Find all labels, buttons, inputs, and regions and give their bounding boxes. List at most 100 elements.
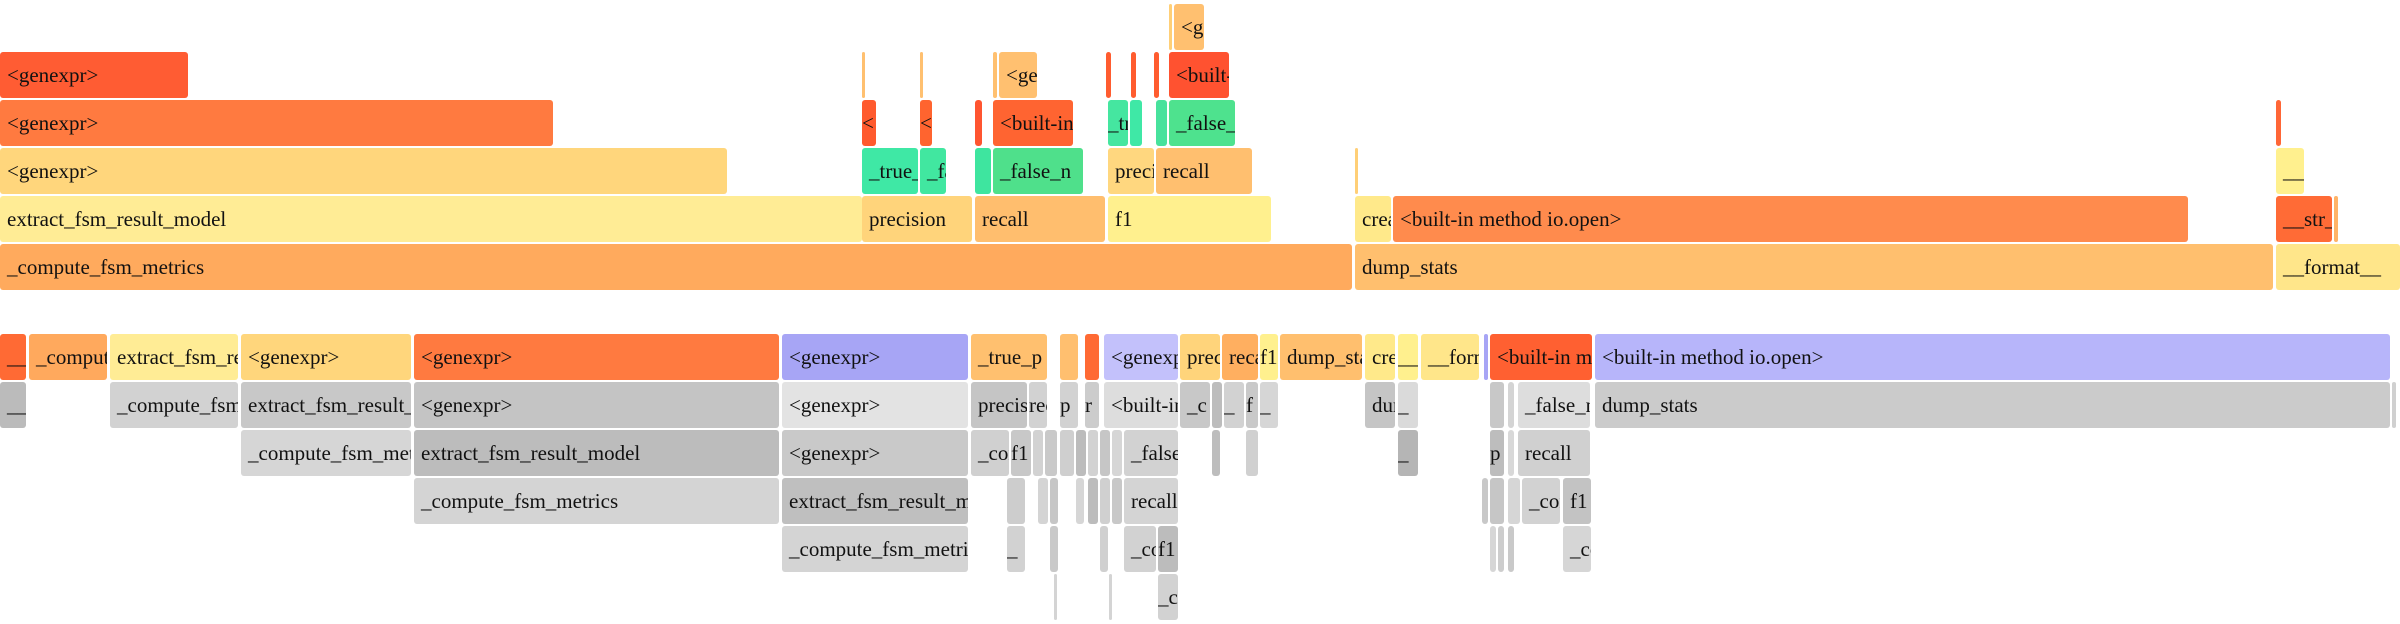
flame-frame[interactable] (1169, 4, 1172, 50)
icicle-frame[interactable] (1112, 478, 1122, 524)
icicle-frame[interactable]: __ (0, 334, 26, 380)
icicle-frame[interactable] (1060, 430, 1074, 476)
icicle-frame[interactable]: _ (1260, 382, 1278, 428)
icicle-frame[interactable]: <built-in method io.open> (1595, 334, 2390, 380)
icicle-frame[interactable] (1484, 334, 1488, 380)
icicle-frame[interactable] (1100, 526, 1108, 572)
icicle-frame[interactable]: <genexpr> (241, 334, 411, 380)
icicle-frame[interactable]: <genexpr> (782, 382, 968, 428)
icicle-frame[interactable]: _false_n (1124, 430, 1178, 476)
icicle-frame[interactable]: recall (1518, 430, 1590, 476)
icicle-frame[interactable]: create (1365, 334, 1395, 380)
icicle-frame[interactable]: _compute_fsm_metrics (110, 382, 238, 428)
flame-frame[interactable]: recall (975, 196, 1105, 242)
icicle-frame[interactable] (1490, 526, 1496, 572)
flame-frame[interactable]: < (862, 100, 876, 146)
icicle-frame[interactable] (1498, 526, 1504, 572)
flame-frame[interactable]: <genexpr> (999, 52, 1037, 98)
icicle-frame[interactable]: _co (1124, 526, 1156, 572)
flame-frame[interactable] (1154, 52, 1159, 98)
icicle-frame[interactable]: _compute (1522, 478, 1560, 524)
flame-frame[interactable]: <genexpr> (1174, 4, 1204, 50)
icicle-frame[interactable] (1508, 382, 1514, 428)
icicle-frame[interactable]: precision (1180, 334, 1220, 380)
flame-frame[interactable] (1106, 52, 1111, 98)
icicle-frame[interactable]: <built-in method (1490, 334, 1592, 380)
flame-frame[interactable]: _compute_fsm_metrics (0, 244, 1352, 290)
flame-frame[interactable]: <built-in (993, 100, 1073, 146)
icicle-frame[interactable] (1508, 526, 1514, 572)
icicle-frame[interactable]: <genexpr> (782, 334, 968, 380)
flame-frame[interactable]: <built-in (1169, 52, 1229, 98)
icicle-frame[interactable]: p (1490, 430, 1504, 476)
icicle-frame[interactable] (1109, 574, 1112, 620)
icicle-frame[interactable]: dump_stats (1280, 334, 1362, 380)
flame-frame[interactable]: dump_stats (1355, 244, 2273, 290)
flame-frame[interactable]: _false_n (993, 148, 1083, 194)
flame-frame[interactable]: <built-in method io.open> (1393, 196, 2188, 242)
flame-frame[interactable]: _true (1108, 100, 1128, 146)
icicle-frame[interactable]: <genexpr> (414, 382, 779, 428)
icicle-frame[interactable]: _ (1007, 526, 1025, 572)
flame-frame[interactable] (2276, 100, 2281, 146)
icicle-frame[interactable]: _c (1180, 382, 1210, 428)
flame-frame[interactable]: <genexpr> (0, 148, 727, 194)
flame-frame[interactable]: recall (1156, 148, 1252, 194)
flame-frame[interactable] (862, 52, 865, 98)
icicle-frame[interactable]: dump_stats (1365, 382, 1395, 428)
flame-frame[interactable]: _false_n (920, 148, 946, 194)
icicle-frame[interactable] (1076, 430, 1086, 476)
icicle-frame[interactable]: _compute_fsm_metrics (782, 526, 968, 572)
icicle-frame[interactable] (1100, 478, 1110, 524)
icicle-frame[interactable] (1038, 478, 1048, 524)
icicle-frame[interactable]: _compute (971, 430, 1009, 476)
flame-frame[interactable]: f1 (1108, 196, 1271, 242)
icicle-frame[interactable]: dump_stats (1595, 382, 2390, 428)
flame-frame[interactable]: __ (2276, 148, 2304, 194)
flame-frame[interactable] (975, 148, 991, 194)
icicle-frame[interactable] (1100, 430, 1110, 476)
icicle-frame[interactable]: precision (971, 382, 1027, 428)
icicle-frame[interactable] (1007, 478, 1025, 524)
icicle-frame[interactable] (1246, 430, 1258, 476)
icicle-frame[interactable]: _ (1398, 382, 1418, 428)
icicle-frame[interactable]: f1 (1260, 334, 1278, 380)
flame-frame[interactable]: __str__ (2276, 196, 2332, 242)
icicle-frame[interactable]: _compute_fsm_metrics (241, 430, 411, 476)
icicle-frame[interactable] (1212, 430, 1220, 476)
icicle-frame[interactable] (1088, 478, 1098, 524)
icicle-frame[interactable]: <built-in (1104, 382, 1178, 428)
flame-frame[interactable]: create (1355, 196, 1391, 242)
icicle-frame[interactable]: _false_n (1518, 382, 1590, 428)
icicle-frame[interactable] (1045, 430, 1057, 476)
icicle-frame[interactable]: __ (0, 382, 26, 428)
icicle-frame[interactable]: __ (1398, 334, 1418, 380)
icicle-frame[interactable]: recall (1124, 478, 1178, 524)
icicle-frame[interactable]: f1 (1563, 478, 1591, 524)
icicle-frame[interactable] (1508, 478, 1520, 524)
icicle-frame[interactable]: extract_fsm_result (110, 334, 238, 380)
flame-frame[interactable] (993, 52, 997, 98)
flame-frame[interactable]: < (920, 100, 932, 146)
icicle-frame[interactable] (1076, 478, 1084, 524)
flame-frame[interactable]: <genexpr> (0, 52, 188, 98)
icicle-frame[interactable]: <genexpr> (414, 334, 779, 380)
icicle-frame[interactable] (1050, 478, 1058, 524)
flame-frame[interactable] (975, 100, 982, 146)
icicle-frame[interactable]: f1 (1158, 526, 1178, 572)
icicle-frame[interactable]: _compute (29, 334, 107, 380)
icicle-frame[interactable] (1033, 430, 1043, 476)
icicle-frame[interactable] (1112, 430, 1122, 476)
flame-frame[interactable]: extract_fsm_result_model (0, 196, 862, 242)
icicle-frame[interactable]: <genexpr> (1104, 334, 1178, 380)
icicle-frame[interactable] (2392, 382, 2396, 428)
icicle-frame[interactable] (1050, 526, 1058, 572)
icicle-frame[interactable] (1508, 430, 1514, 476)
icicle-frame[interactable] (1490, 382, 1504, 428)
flame-frame[interactable]: precision (862, 196, 972, 242)
icicle-frame[interactable]: extract_fsm_result_model (414, 430, 779, 476)
icicle-frame[interactable]: _ (1398, 430, 1418, 476)
icicle-frame[interactable]: f1 (1011, 430, 1031, 476)
flame-frame[interactable]: _true_p (862, 148, 918, 194)
flame-frame[interactable] (1131, 52, 1136, 98)
